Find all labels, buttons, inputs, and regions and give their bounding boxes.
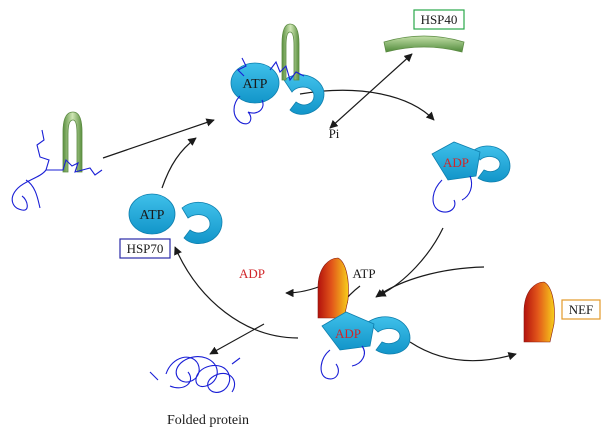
folded-protein-tangle [149,356,241,393]
free-nef: NEF [523,281,601,343]
hsp70-c-domain-right [473,145,511,183]
atp-label-top: ATP [243,77,268,92]
arrow-substrate-to-complex [102,118,215,159]
nef-shape [523,281,555,343]
nef-label-box [561,299,601,320]
substrate-with-hsp40 [11,111,103,211]
hsp70-label-box [119,238,171,259]
nef-label: NEF [569,302,594,317]
hsp40-hook [62,111,83,173]
hsp70-adp-substrate-complex: ADP [431,141,511,213]
nef-hsp70-adp-complex: ADP [317,257,411,380]
hsp70-atp-substrate-complex: ATP [230,23,325,125]
unfolded-substrate-chain [11,129,103,211]
substrate-chain-right [432,175,473,213]
adp-released-label: ADP [239,266,265,281]
hsp70-label: HSP70 [127,241,164,256]
arrow-adp-state-down [377,227,444,297]
arrow-back-to-hsp70 [174,246,299,339]
adp-label-complex: ADP [335,326,361,341]
arrow-to-folded-protein [209,323,265,355]
arrow-nef-binding [375,266,485,298]
hsp70-nbd-adp-bottom [321,311,375,351]
hsp40-chaperone: HSP40 [383,9,465,53]
arrow-free-hsp70-to-complex [161,137,197,189]
hsp40-label: HSP40 [421,12,458,27]
hsp40-label-box [413,9,465,30]
folded-protein-label: Folded protein [167,413,249,428]
free-hsp70-atp: ATP HSP70 [119,193,223,259]
atp-label-free: ATP [140,208,165,223]
hsp70-c-domain-free [181,202,223,245]
arrow-hsp40-pi-exchange [329,53,413,129]
hsp70-nbd-atp-free [128,193,176,235]
hsp70-c-domain-top [283,74,325,115]
folded-protein: Folded protein [149,356,249,428]
hsp70-nbd-atp-top [230,62,280,104]
hsp40-arc [383,35,465,53]
pi-label: Pi [329,126,340,141]
hsp70-c-domain-bottom [367,316,411,355]
atp-input-label: ATP [352,266,375,281]
substrate-chain-bottom [320,345,365,380]
hsp40-hook-top [281,23,300,81]
arrow-nef-release [409,341,517,362]
substrate-chain-top [233,57,305,125]
adp-label-right: ADP [443,155,469,170]
hsp70-nbd-adp-right [431,141,481,181]
nef-bound [317,257,349,319]
